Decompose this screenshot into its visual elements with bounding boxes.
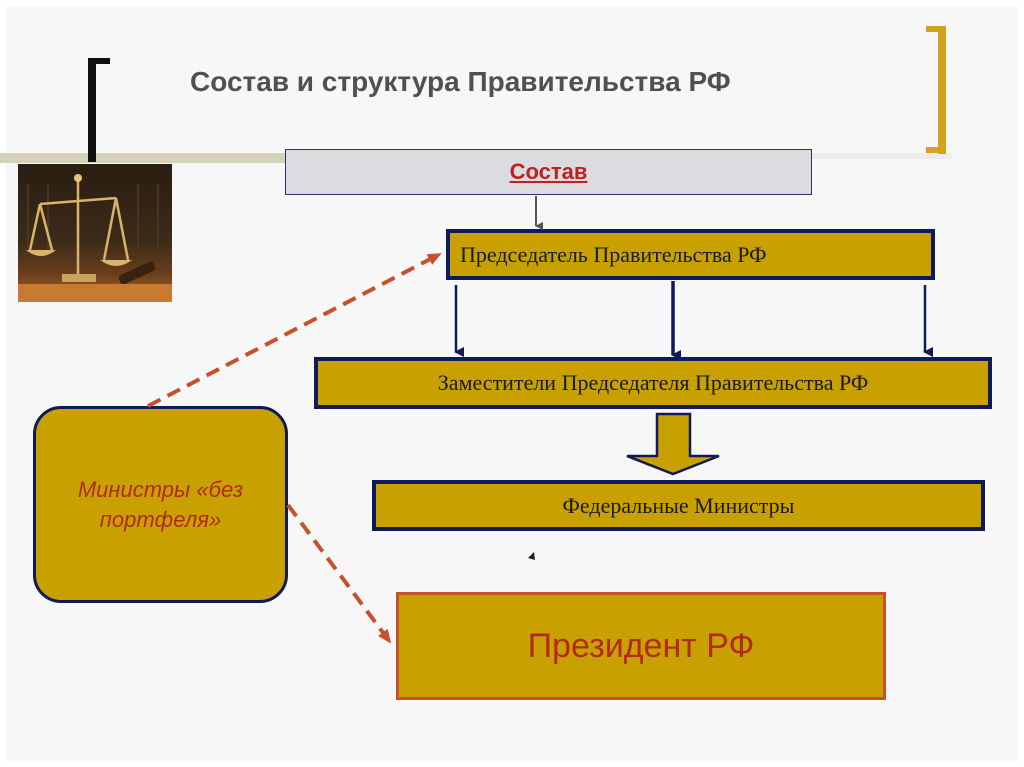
node-ministers: Федеральные Министры [372, 480, 985, 531]
header-box-label: Состав [509, 159, 588, 184]
node-president-label: Президент РФ [527, 626, 755, 665]
decor-bar-right [812, 153, 952, 159]
node-chairman: Председатель Правительства РФ [446, 229, 935, 280]
page-title: Состав и структура Правительства РФ [190, 66, 731, 97]
node-president: Президент РФ [396, 592, 886, 700]
right-bracket [926, 26, 946, 154]
node-ministers-no-portfolio-label: Министры «без портфеля» [77, 476, 244, 532]
small-marker [528, 552, 535, 560]
header-box: Состав [285, 149, 812, 195]
decor-bar [0, 153, 290, 163]
node-chairman-label: Председатель Правительства РФ [460, 241, 767, 267]
node-ministers-no-portfolio: Министры «без портфеля» [33, 406, 288, 603]
scales-of-justice-photo [18, 164, 172, 302]
left-bracket [88, 58, 110, 162]
node-ministers-label: Федеральные Министры [562, 492, 795, 518]
node-deputies: Заместители Председателя Правительства Р… [314, 357, 992, 409]
block-arrow-deputies-to-ministers [626, 412, 720, 476]
dashed-arrow-to-chairman [147, 252, 442, 408]
dashed-arrow-to-president [286, 503, 392, 644]
node-deputies-label: Заместители Председателя Правительства Р… [437, 370, 869, 395]
